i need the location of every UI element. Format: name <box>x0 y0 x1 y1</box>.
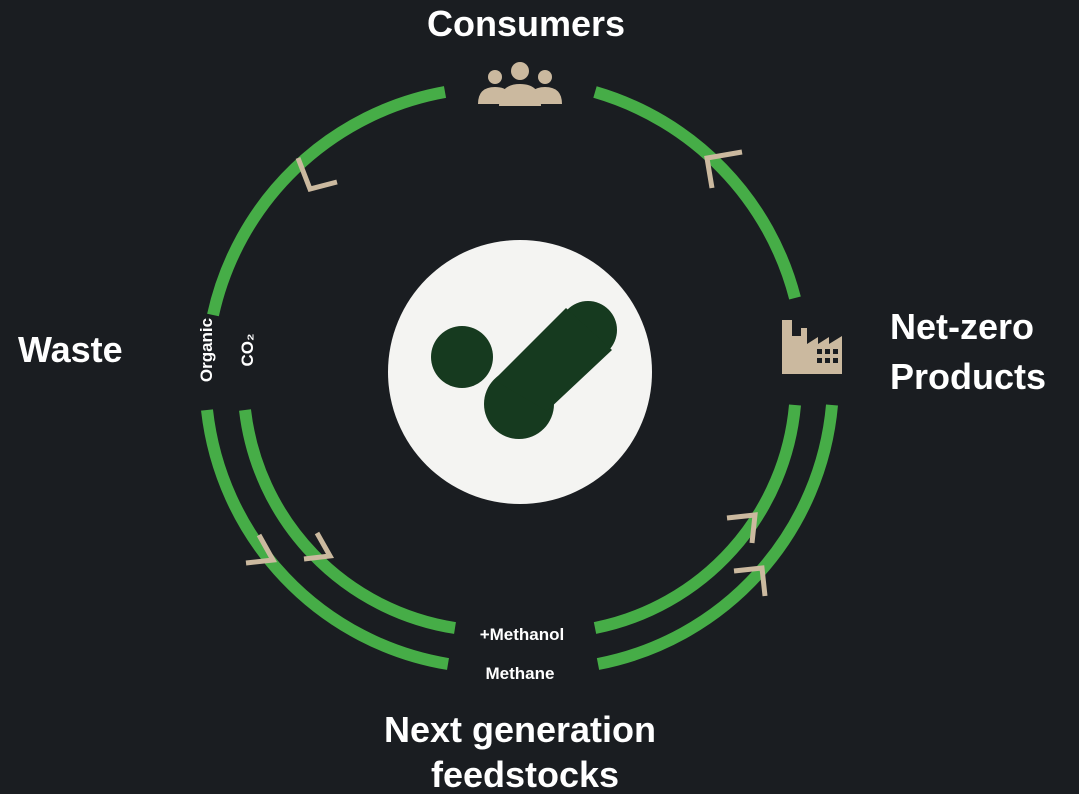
people-group-icon <box>478 62 562 106</box>
flow-arc-co2-to-methanol <box>239 409 456 634</box>
molecule-logo-icon <box>431 301 617 439</box>
methane-label: Methane <box>486 664 555 683</box>
factory-icon <box>782 320 842 374</box>
arrow-chevron-left-inner <box>303 531 335 562</box>
products-label-line1: Net-zero <box>890 306 1034 347</box>
organic-label: Organic <box>197 318 216 382</box>
flow-arc-organic-to-methane <box>201 409 449 670</box>
methane-flow-arcs <box>201 404 838 670</box>
methanol-flow-arcs <box>239 404 801 634</box>
feedstocks-label-line1: Next generation <box>384 709 656 750</box>
arrow-chevron-top-left <box>295 157 338 192</box>
co2-label: CO₂ <box>238 333 257 366</box>
flow-arc-products-to-consumers <box>593 86 801 300</box>
arrow-chevron-left-outer <box>245 533 278 566</box>
center-logo <box>388 240 652 504</box>
methanol-label: +Methanol <box>480 625 565 644</box>
consumers-label: Consumers <box>427 3 625 44</box>
arrow-chevron-right-outer <box>733 565 768 597</box>
outer-cycle-arcs <box>207 86 801 317</box>
flow-arc-methane-to-products <box>596 404 838 670</box>
arrow-chevron-top-right <box>704 149 743 189</box>
direction-arrows <box>245 149 768 597</box>
products-label-line2: Products <box>890 356 1046 397</box>
waste-label: Waste <box>18 329 123 370</box>
feedstocks-label-line2: feedstocks <box>431 754 619 794</box>
flow-arc-methanol-to-products <box>593 404 801 634</box>
flow-arc-consumers-to-waste <box>207 86 447 317</box>
arrow-chevron-right-inner <box>726 512 758 544</box>
